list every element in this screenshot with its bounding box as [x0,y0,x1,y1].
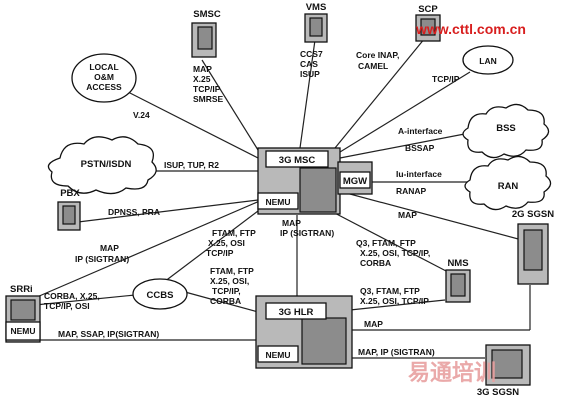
vms-proto-2: CAS [300,59,318,69]
ccbs-label: CCBS [147,290,174,301]
srri-msc-proto-1: MAP [100,243,119,253]
link-ccbs-msc [159,207,263,286]
node-scp: SCP [415,4,441,42]
node-mgw: MGW [337,161,373,195]
smsc-title: SMSC [193,9,221,20]
smsc-proto-3: TCP/IP [193,84,221,94]
scp-title: SCP [418,4,438,15]
link-pbx-msc [77,199,259,223]
nms-hlr-proto-2: X.25, OSI, TCP/IP [360,296,429,306]
ran-protocol: RANAP [396,186,427,196]
node-smsc: SMSC [191,9,221,58]
node-sgsn3g: 3G SGSN [477,344,531,398]
sgsn2g-hlr-proto: MAP [364,319,383,329]
ccbs-hlr-proto-1: FTAM, FTP [210,266,254,276]
msc-nemu: NEMU [265,197,290,207]
srri-ccbs-proto-1: CORBA, X.25, [44,291,100,301]
ran-label: RAN [498,181,519,192]
smsc-proto-2: X.25 [193,74,211,84]
msc-hlr-proto-2: IP (SIGTRAN) [280,228,334,238]
cloud-local-oam: LOCAL O&M ACCESS [71,53,137,103]
hlr-title: 3G HLR [279,307,314,318]
srri-hlr-proto: MAP, SSAP, IP(SIGTRAN) [58,329,159,339]
ccbs-msc-proto-1: FTAM, FTP [212,228,256,238]
bss-label: BSS [496,123,516,134]
ccbs-hlr-proto-4: CORBA [210,296,241,306]
link-nms-hlr [349,299,446,311]
pstn-proto: ISUP, TUP, R2 [164,160,219,170]
link-srri-msc [29,199,263,301]
nms-msc-proto-3: CORBA [360,258,391,268]
node-vms: VMS [304,2,328,43]
link-bss-msc [339,130,481,159]
scp-proto-1: Core INAP, [356,50,399,60]
pbx-proto: DPNSS, PRA [108,207,160,217]
sgsn2g-msc-proto: MAP [398,210,417,220]
link-smsc-msc [201,59,259,151]
cloud-ran: RAN [464,155,552,211]
smsc-proto-4: SMRSE [193,94,224,104]
nms-title: NMS [447,258,468,269]
nms-msc-proto-1: Q3, FTAM, FTP [356,238,416,248]
node-srri: SRRi NEMU [5,284,41,343]
scp-proto-2: CAMEL [358,61,388,71]
link-nms-msc [324,207,449,273]
protocol-labels: MAP X.25 TCP/IP SMRSE CCS7 CAS ISUP Core… [44,49,460,357]
srri-msc-proto-2: IP (SIGTRAN) [75,254,129,264]
link-sgsn2g-msc [334,189,523,241]
nms-msc-proto-2: X.25, OSI, TCP/IP, [360,248,430,258]
link-vms-msc [299,39,316,149]
vms-title: VMS [306,2,327,13]
ccbs-msc-proto-3: TCP/IP [206,248,234,258]
lan-label: LAN [479,56,496,66]
srri-title: SRRi [10,284,33,295]
link-lan-msc [339,71,471,153]
hlr-nemu: NEMU [265,350,290,360]
bss-interface: A-interface [398,126,443,136]
local-oam-line2: O&M [94,72,114,82]
ccbs-msc-proto-2: X.25, OSI [208,238,245,248]
cloud-ccbs: CCBS [132,278,188,310]
connection-lines [29,37,531,359]
cloud-pstn: PSTN/ISDN [47,136,157,195]
pbx-title: PBX [60,188,80,199]
mgw-title: MGW [343,176,367,187]
local-oam-line3: ACCESS [86,82,122,92]
srri-nemu: NEMU [10,326,35,336]
node-hlr: 3G HLR NEMU [255,295,353,369]
vms-proto-1: CCS7 [300,49,323,59]
msc-hlr-proto-1: MAP [282,218,301,228]
bss-protocol: BSSAP [405,143,435,153]
watermark-brand: 易通培训 [408,360,496,385]
nms-hlr-proto-1: Q3, FTAM, FTP [360,286,420,296]
msc-title: 3G MSC [279,155,316,166]
ccbs-hlr-proto-2: X.25, OSI, [210,276,249,286]
cloud-lan: LAN [462,45,514,75]
cloud-bss: BSS [462,103,550,159]
pstn-label: PSTN/ISDN [81,159,132,170]
vms-proto-3: ISUP [300,69,320,79]
link-ccbs-hlr [184,291,263,314]
ran-interface: Iu-interface [396,169,442,179]
node-sgsn2g: 2G SGSN [512,209,554,285]
oam-proto: V.24 [133,110,150,120]
lan-proto: TCP/IP [432,74,460,84]
node-msc: 3G MSC NEMU [257,147,341,215]
link-srri-ccbs [34,294,136,306]
srri-ccbs-proto-2: TCP/IP, OSI [44,301,90,311]
node-pbx: PBX [57,188,81,231]
watermark-url: www.cttl.com.cn [415,21,526,37]
link-oam-msc [127,91,259,159]
local-oam-line1: LOCAL [89,62,118,72]
sgsn3g-hlr-proto: MAP, IP (SIGTRAN) [358,347,435,357]
ccbs-hlr-proto-3: TCP/IP, [212,286,241,296]
sgsn2g-title: 2G SGSN [512,209,554,220]
sgsn3g-title: 3G SGSN [477,387,519,398]
smsc-proto-1: MAP [193,64,212,74]
node-nms: NMS [445,258,471,303]
link-scp-msc [334,37,426,149]
